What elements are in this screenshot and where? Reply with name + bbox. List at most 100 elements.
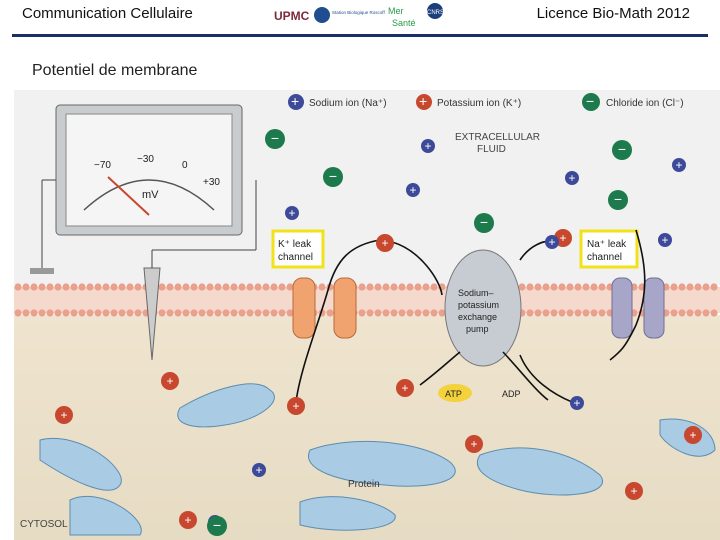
- lipid-head: [398, 283, 406, 291]
- ion-charge-sign: +: [689, 428, 696, 442]
- lipid-head: [694, 309, 702, 317]
- lipid-head: [542, 283, 550, 291]
- lipid-head: [118, 283, 126, 291]
- lipid-head: [590, 309, 598, 317]
- k-leak-channel: [292, 277, 357, 339]
- lipid-head: [102, 283, 110, 291]
- sodium-ion: [565, 171, 579, 185]
- sodium-ion: [421, 139, 435, 153]
- lipid-head: [54, 283, 62, 291]
- lipid-head: [414, 309, 422, 317]
- lipid-head: [86, 283, 94, 291]
- extracellular-label-line2: FLUID: [477, 144, 506, 155]
- lipid-head: [182, 283, 190, 291]
- membrane-potential-diagram: + Sodium ion (Na⁺) + Potassium ion (K⁺) …: [14, 90, 720, 540]
- extracellular-label-line1: EXTRACELLULAR: [455, 132, 540, 143]
- lipid-head: [254, 283, 262, 291]
- lipid-head: [214, 283, 222, 291]
- lipid-head: [126, 309, 134, 317]
- lipid-head: [222, 309, 230, 317]
- sodium-potassium-pump: [444, 249, 522, 367]
- ion-charge-sign: +: [470, 437, 477, 451]
- lipid-head: [102, 309, 110, 317]
- pump-label-line1: Sodium–: [458, 288, 494, 298]
- partner-logos: UPMC Station Biologique Roscoff Mer Sant…: [274, 3, 444, 28]
- svg-text:+: +: [291, 93, 299, 109]
- lipid-head: [406, 283, 414, 291]
- lipid-head: [566, 309, 574, 317]
- lipid-head: [166, 283, 174, 291]
- lipid-head: [534, 283, 542, 291]
- voltmeter-tick-plus30: +30: [203, 177, 220, 188]
- k-channel-label-box: [271, 229, 325, 269]
- ion-charge-sign: +: [559, 231, 566, 245]
- lipid-head: [62, 309, 70, 317]
- lipid-head: [422, 283, 430, 291]
- legend: + Sodium ion (Na⁺) + Potassium ion (K⁺) …: [288, 93, 684, 111]
- lipid-head: [710, 283, 718, 291]
- lipid-head: [230, 309, 238, 317]
- lipid-head: [374, 283, 382, 291]
- sodium-ion: [570, 396, 584, 410]
- lipid-head: [246, 283, 254, 291]
- lipid-head: [230, 283, 238, 291]
- lipid-head: [598, 309, 606, 317]
- ion-charge-sign: +: [184, 513, 191, 527]
- k-channel-label-line2: channel: [278, 252, 313, 263]
- lipid-head: [406, 309, 414, 317]
- potassium-ion: [179, 511, 197, 529]
- lipid-head: [22, 309, 30, 317]
- lipid-head: [702, 309, 710, 317]
- k-channel-label-line1: K⁺ leak: [278, 239, 312, 250]
- svg-text:−: −: [586, 93, 594, 109]
- lipid-head: [222, 283, 230, 291]
- lipid-head: [214, 309, 222, 317]
- ion-charge-sign: +: [675, 158, 682, 172]
- voltmeter: −70 −30 0 +30 mV: [30, 104, 257, 361]
- lipid-head: [54, 309, 62, 317]
- chloride-ion: [612, 140, 632, 160]
- lipid-head: [110, 283, 118, 291]
- lipid-head: [518, 283, 526, 291]
- lipid-head: [38, 309, 46, 317]
- lipid-head: [574, 309, 582, 317]
- lipid-head: [22, 283, 30, 291]
- pump-label-line3: exchange: [458, 312, 497, 322]
- sodium-ion: [672, 158, 686, 172]
- ion-charge-sign: −: [329, 168, 337, 184]
- station-logo-icon: [314, 7, 330, 23]
- lipid-head: [582, 309, 590, 317]
- slide-subtitle: Potentiel de membrane: [32, 62, 198, 79]
- lipid-head: [382, 283, 390, 291]
- voltmeter-needle: [107, 176, 150, 216]
- lipid-head: [710, 309, 718, 317]
- ion-charge-sign: +: [424, 139, 431, 153]
- pump-label-line4: pump: [466, 324, 489, 334]
- lipid-head: [670, 283, 678, 291]
- lipid-head: [238, 283, 246, 291]
- ion-charge-sign: +: [401, 381, 408, 395]
- lipid-head: [318, 283, 326, 291]
- potassium-ion: [376, 234, 394, 252]
- chloride-ion: [207, 516, 227, 536]
- potassium-ion: [161, 372, 179, 390]
- lipid-head: [278, 283, 286, 291]
- lipid-head: [270, 283, 278, 291]
- potassium-ion: [396, 379, 414, 397]
- cnrs-logo: CNRS: [427, 10, 444, 16]
- lipid-head: [374, 309, 382, 317]
- sodium-ion: [406, 183, 420, 197]
- lipid-head: [270, 309, 278, 317]
- lipid-head: [158, 283, 166, 291]
- lipid-head: [358, 309, 366, 317]
- ion-charge-sign: +: [568, 171, 575, 185]
- sodium-ion: [545, 235, 559, 249]
- lipid-head: [566, 283, 574, 291]
- legend-sodium-label: Sodium ion (Na⁺): [309, 98, 387, 109]
- ion-charge-sign: +: [573, 396, 580, 410]
- lipid-head: [382, 309, 390, 317]
- lipid-head: [422, 309, 430, 317]
- ion-flow-arrows: [295, 229, 646, 403]
- ion-charge-sign: +: [255, 463, 262, 477]
- lipid-head: [678, 309, 686, 317]
